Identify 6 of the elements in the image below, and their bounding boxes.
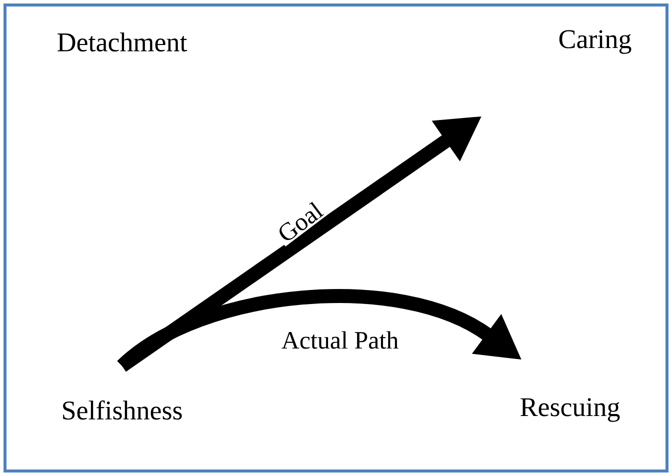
arrow-label: Goal <box>272 198 328 246</box>
quadrant-label: Selfishness <box>59 398 185 422</box>
quadrant-label: Rescuing <box>518 396 622 424</box>
quadrant-label: Detachment <box>54 30 190 54</box>
arrow-label: Actual Path <box>279 329 401 351</box>
quadrant-label: Caring <box>556 28 634 56</box>
